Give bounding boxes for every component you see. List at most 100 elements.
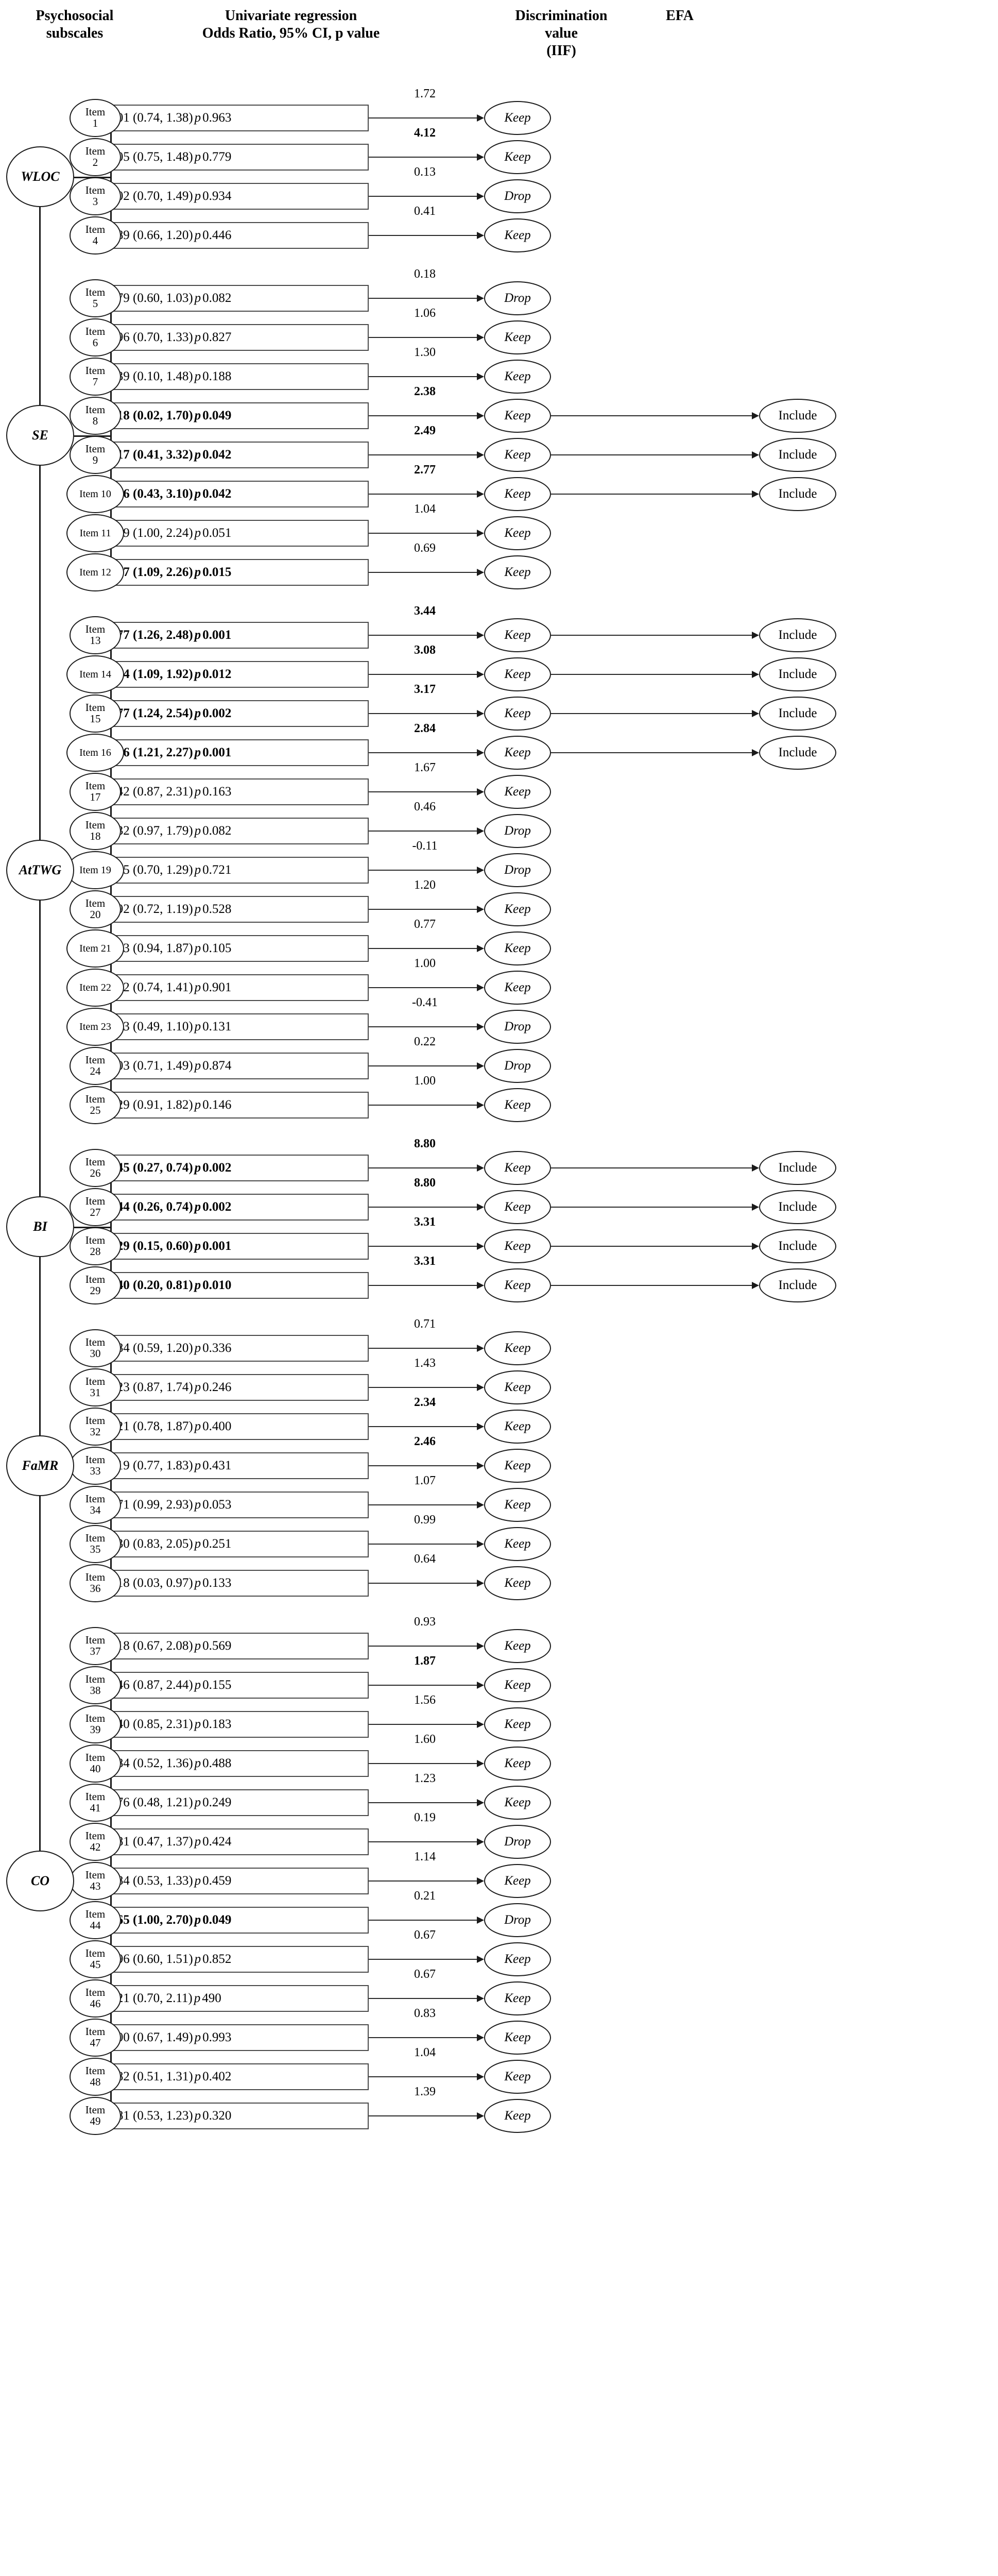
efa-include-node[interactable]: Include — [759, 1151, 836, 1185]
decision-drop-node[interactable]: Drop — [484, 1903, 551, 1937]
decision-drop-node[interactable]: Drop — [484, 179, 551, 213]
decision-drop-node[interactable]: Drop — [484, 853, 551, 887]
decision-keep-node[interactable]: Keep — [484, 1088, 551, 1122]
efa-include-node[interactable]: Include — [759, 477, 836, 511]
decision-keep-node[interactable]: Keep — [484, 360, 551, 394]
decision-keep-node[interactable]: Keep — [484, 1981, 551, 2015]
decision-keep-node[interactable]: Keep — [484, 1629, 551, 1663]
item-node[interactable]: Item 19 — [66, 851, 124, 889]
item-node[interactable]: Item 16 — [66, 734, 124, 772]
decision-keep-node[interactable]: Keep — [484, 516, 551, 550]
decision-drop-node[interactable]: Drop — [484, 1825, 551, 1859]
decision-keep-node[interactable]: Keep — [484, 1527, 551, 1561]
decision-keep-node[interactable]: Keep — [484, 1268, 551, 1302]
decision-keep-node[interactable]: Keep — [484, 555, 551, 589]
item-node[interactable]: Item 23 — [66, 1008, 124, 1046]
decision-keep-node[interactable]: Keep — [484, 1488, 551, 1522]
subscale-node-se[interactable]: SE — [6, 405, 74, 466]
item-node[interactable]: Item 22 — [66, 969, 124, 1007]
decision-keep-node[interactable]: Keep — [484, 1370, 551, 1404]
item-node[interactable]: Item 21 — [66, 929, 124, 968]
decision-drop-node[interactable]: Drop — [484, 814, 551, 848]
decision-keep-node[interactable]: Keep — [484, 140, 551, 174]
decision-keep-node[interactable]: Keep — [484, 101, 551, 135]
decision-keep-node[interactable]: Keep — [484, 736, 551, 770]
subscale-node-famr[interactable]: FaMR — [6, 1435, 74, 1496]
decision-keep-node[interactable]: Keep — [484, 1410, 551, 1444]
efa-include-node[interactable]: Include — [759, 618, 836, 652]
decision-keep-node[interactable]: Keep — [484, 320, 551, 354]
efa-include-node[interactable]: Include — [759, 1268, 836, 1302]
decision-keep-node[interactable]: Keep — [484, 697, 551, 731]
decision-keep-node[interactable]: Keep — [484, 399, 551, 433]
decision-keep-node[interactable]: Keep — [484, 1151, 551, 1185]
decision-keep-node[interactable]: Keep — [484, 657, 551, 691]
decision-keep-node[interactable]: Keep — [484, 1449, 551, 1483]
decision-keep-node[interactable]: Keep — [484, 1864, 551, 1898]
efa-include-node[interactable]: Include — [759, 657, 836, 691]
decision-keep-node[interactable]: Keep — [484, 775, 551, 809]
decision-keep-node[interactable]: Keep — [484, 438, 551, 472]
efa-include-node[interactable]: Include — [759, 399, 836, 433]
decision-keep-node[interactable]: Keep — [484, 477, 551, 511]
decision-keep-node[interactable]: Keep — [484, 2021, 551, 2055]
efa-include-node[interactable]: Include — [759, 736, 836, 770]
subscale-node-co[interactable]: CO — [6, 1851, 74, 1911]
item-node[interactable]: Item 14 — [66, 655, 124, 693]
decision-drop-node[interactable]: Drop — [484, 281, 551, 315]
decision-keep-node[interactable]: Keep — [484, 892, 551, 926]
decision-keep-node[interactable]: Keep — [484, 931, 551, 965]
efa-include-node[interactable]: Include — [759, 697, 836, 731]
efa-include-node[interactable]: Include — [759, 1229, 836, 1263]
decision-keep-node[interactable]: Keep — [484, 218, 551, 252]
decision-keep-node[interactable]: Keep — [484, 1331, 551, 1365]
decision-drop-node[interactable]: Drop — [484, 1010, 551, 1044]
decision-keep-node[interactable]: Keep — [484, 618, 551, 652]
item-node[interactable]: Item 11 — [66, 514, 124, 552]
item-node[interactable]: Item 12 — [66, 553, 124, 591]
decision-keep-node[interactable]: Keep — [484, 1747, 551, 1781]
decision-drop-node[interactable]: Drop — [484, 1049, 551, 1083]
efa-include-node[interactable]: Include — [759, 1190, 836, 1224]
decision-keep-node[interactable]: Keep — [484, 1707, 551, 1741]
decision-keep-node[interactable]: Keep — [484, 1668, 551, 1702]
subscale-node-bi[interactable]: BI — [6, 1196, 74, 1257]
decision-keep-node[interactable]: Keep — [484, 1566, 551, 1600]
subscale-node-attwg[interactable]: AtTWG — [6, 840, 74, 901]
item-node[interactable]: Item 10 — [66, 475, 124, 513]
